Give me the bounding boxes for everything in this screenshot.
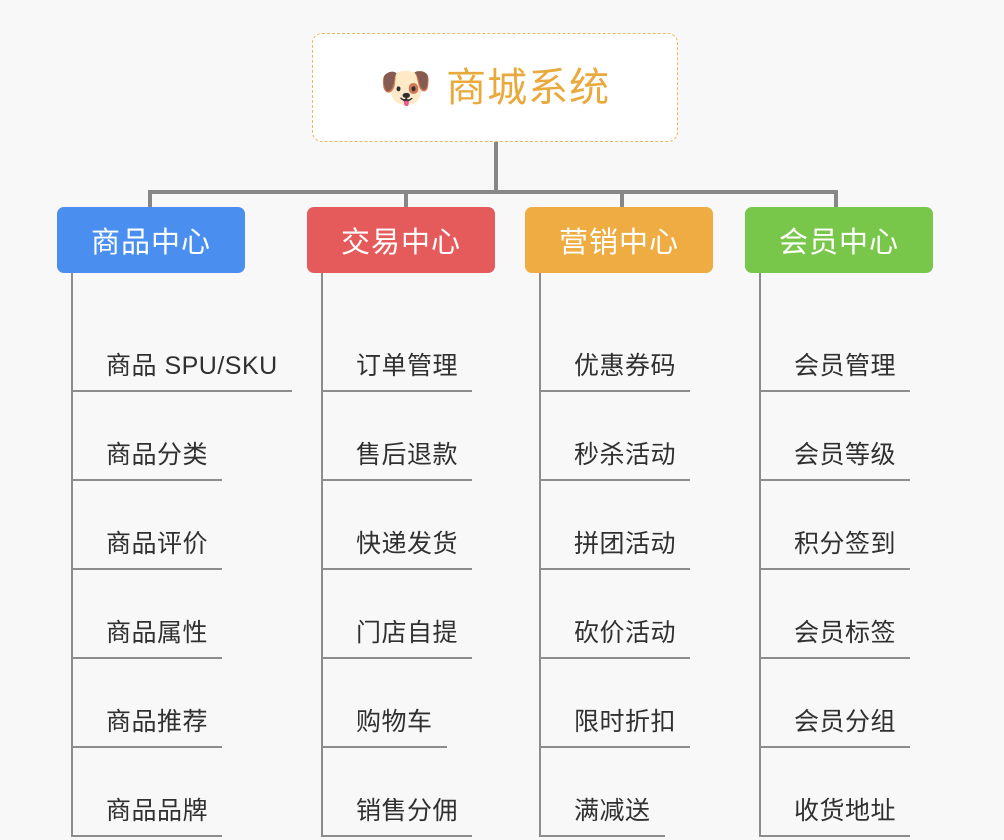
list-item-label: 订单管理 [356, 352, 459, 380]
list-item[interactable]: 秒杀活动 [525, 392, 713, 481]
branch-header-marketing-center[interactable]: 营销中心 [525, 207, 713, 273]
list-item-underline [759, 746, 911, 748]
list-item-label: 商品评价 [106, 530, 209, 558]
list-item[interactable]: 购物车 [307, 659, 495, 748]
branch-spine [539, 273, 541, 837]
list-item-label: 砍价活动 [574, 619, 677, 647]
list-item-underline [539, 479, 691, 481]
list-item-underline [71, 835, 223, 837]
list-item-label: 秒杀活动 [574, 441, 677, 469]
list-item-label: 会员管理 [794, 352, 897, 380]
list-item-label: 限时折扣 [574, 708, 677, 736]
branch-marketing-center: 营销中心 优惠券码 秒杀活动 拼团活动 砍价活动 [525, 207, 713, 837]
branch-trade-center: 交易中心 订单管理 售后退款 快递发货 门店自提 [307, 207, 495, 837]
list-item[interactable]: 会员管理 [745, 303, 933, 392]
list-item-underline [71, 746, 223, 748]
list-item[interactable]: 商品 SPU/SKU [57, 303, 292, 392]
list-item-label: 售后退款 [356, 441, 459, 469]
list-item-underline [539, 568, 691, 570]
list-item[interactable]: 商品评价 [57, 481, 245, 570]
list-item-label: 商品属性 [106, 619, 209, 647]
list-item[interactable]: 优惠券码 [525, 303, 713, 392]
branch-product-center: 商品中心 商品 SPU/SKU 商品分类 商品评价 商品属性 [57, 207, 292, 837]
list-item[interactable]: 拼团活动 [525, 481, 713, 570]
connector-drop-3 [620, 190, 624, 210]
branch-header-product-center[interactable]: 商品中心 [57, 207, 245, 273]
branch-spine [321, 273, 323, 837]
list-item-label: 会员标签 [794, 619, 897, 647]
list-item[interactable]: 订单管理 [307, 303, 495, 392]
list-item[interactable]: 会员等级 [745, 392, 933, 481]
list-item-underline [321, 390, 473, 392]
list-item-label: 拼团活动 [574, 530, 677, 558]
list-item[interactable]: 砍价活动 [525, 570, 713, 659]
list-item[interactable]: 限时折扣 [525, 659, 713, 748]
branch-items-product-center: 商品 SPU/SKU 商品分类 商品评价 商品属性 商品推荐 [57, 273, 292, 837]
branch-spine [71, 273, 73, 837]
connector-horizontal-bus [148, 190, 838, 194]
branch-header-trade-center[interactable]: 交易中心 [307, 207, 495, 273]
list-item-label: 商品品牌 [106, 797, 209, 825]
list-item-underline [759, 390, 911, 392]
branch-spine [759, 273, 761, 837]
list-item-underline [71, 568, 223, 570]
list-item-label: 满减送 [574, 797, 651, 825]
list-item-label: 会员分组 [794, 708, 897, 736]
list-item-label: 商品分类 [106, 441, 209, 469]
list-item-label: 销售分佣 [356, 797, 459, 825]
list-item-label: 收货地址 [794, 797, 897, 825]
branch-items-trade-center: 订单管理 售后退款 快递发货 门店自提 购物车 [307, 273, 495, 837]
list-item-label: 会员等级 [794, 441, 897, 469]
list-item-underline [321, 746, 447, 748]
connector-root-drop [494, 142, 498, 194]
list-item[interactable]: 销售分佣 [307, 748, 495, 837]
list-item[interactable]: 会员标签 [745, 570, 933, 659]
list-item-underline [321, 835, 473, 837]
list-item-label: 购物车 [356, 708, 433, 736]
list-item-underline [71, 479, 223, 481]
list-item-underline [759, 568, 911, 570]
list-item-underline [759, 479, 911, 481]
dog-face-icon: 🐶 [379, 63, 433, 111]
branch-header-member-center[interactable]: 会员中心 [745, 207, 933, 273]
list-item-underline [321, 568, 473, 570]
branch-member-center: 会员中心 会员管理 会员等级 积分签到 会员标签 [745, 207, 933, 837]
list-item-underline [321, 657, 473, 659]
list-item-underline [759, 657, 911, 659]
list-item[interactable]: 积分签到 [745, 481, 933, 570]
list-item-underline [71, 657, 223, 659]
list-item-underline [71, 390, 292, 392]
list-item-underline [539, 390, 691, 392]
branch-items-marketing-center: 优惠券码 秒杀活动 拼团活动 砍价活动 限时折扣 [525, 273, 713, 837]
list-item-underline [759, 835, 911, 837]
list-item-label: 快递发货 [356, 530, 459, 558]
connector-drop-2 [404, 190, 408, 210]
list-item[interactable]: 门店自提 [307, 570, 495, 659]
list-item-underline [539, 657, 691, 659]
list-item-label: 商品 SPU/SKU [106, 352, 278, 380]
branch-items-member-center: 会员管理 会员等级 积分签到 会员标签 会员分组 [745, 273, 933, 837]
list-item-underline [321, 479, 473, 481]
list-item-label: 优惠券码 [574, 352, 677, 380]
list-item[interactable]: 商品品牌 [57, 748, 245, 837]
connector-drop-1 [148, 190, 152, 210]
list-item[interactable]: 收货地址 [745, 748, 933, 837]
list-item-label: 积分签到 [794, 530, 897, 558]
root-node[interactable]: 🐶 商城系统 [312, 33, 678, 142]
list-item[interactable]: 会员分组 [745, 659, 933, 748]
list-item-underline [539, 746, 691, 748]
connector-drop-4 [834, 190, 838, 210]
list-item[interactable]: 商品属性 [57, 570, 245, 659]
list-item-underline [539, 835, 665, 837]
list-item[interactable]: 商品推荐 [57, 659, 245, 748]
list-item[interactable]: 满减送 [525, 748, 713, 837]
root-title: 商城系统 [446, 65, 611, 110]
list-item[interactable]: 售后退款 [307, 392, 495, 481]
list-item[interactable]: 商品分类 [57, 392, 245, 481]
list-item-label: 商品推荐 [106, 708, 209, 736]
list-item[interactable]: 快递发货 [307, 481, 495, 570]
list-item-label: 门店自提 [356, 619, 459, 647]
